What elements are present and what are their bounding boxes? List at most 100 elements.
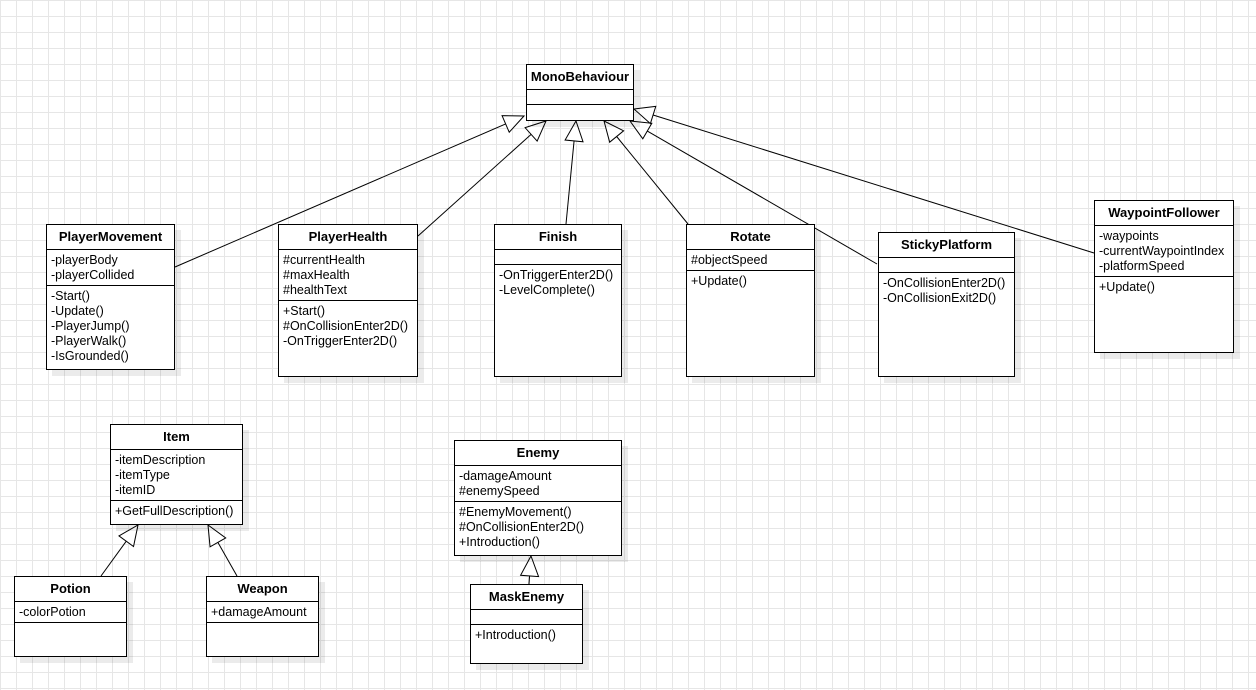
attributes-compartment: -colorPotion: [15, 602, 126, 623]
attributes-compartment: [495, 250, 621, 265]
class-waypoint-follower[interactable]: WaypointFollower -waypoints -currentWayp…: [1094, 200, 1234, 353]
attributes-compartment: #currentHealth #maxHealth #healthText: [279, 250, 417, 301]
generalization-edge-sticky_platform-to-mono: [628, 120, 878, 265]
operation: +Introduction(): [475, 628, 556, 642]
operation: -IsGrounded(): [51, 349, 129, 363]
attribute: -waypoints: [1099, 229, 1159, 243]
operation: #EnemyMovement(): [459, 505, 572, 519]
operation: -PlayerWalk(): [51, 334, 127, 348]
generalization-edge-weapon-to-item: [207, 523, 238, 577]
class-name: PlayerHealth: [279, 225, 417, 250]
hollow-arrowhead: [632, 105, 657, 125]
operation: +GetFullDescription(): [115, 504, 234, 518]
attribute: #objectSpeed: [691, 253, 768, 267]
hollow-arrowhead: [519, 554, 540, 578]
attribute: +damageAmount: [211, 605, 307, 619]
attribute: -playerBody: [51, 253, 118, 267]
hollow-arrowhead: [118, 524, 139, 548]
class-name: Rotate: [687, 225, 814, 250]
attributes-compartment: [471, 610, 582, 625]
class-name: Item: [111, 425, 242, 450]
class-rotate[interactable]: Rotate #objectSpeed +Update(): [686, 224, 815, 377]
attributes-compartment: [879, 258, 1014, 273]
attribute: #currentHealth: [283, 253, 365, 267]
operations-compartment: -OnCollisionEnter2D() -OnCollisionExit2D…: [879, 273, 1014, 376]
class-name: WaypointFollower: [1095, 201, 1233, 226]
attribute: #healthText: [283, 283, 347, 297]
operation: +Start(): [283, 304, 326, 318]
edge-line: [217, 542, 238, 577]
generalization-edge-player_health-to-mono: [417, 120, 547, 237]
edge-line: [174, 123, 506, 268]
class-name: PlayerMovement: [47, 225, 174, 250]
attribute: #maxHealth: [283, 268, 350, 282]
class-name: MaskEnemy: [471, 585, 582, 610]
hollow-arrowhead: [603, 120, 625, 144]
operations-compartment: +Start() #OnCollisionEnter2D() -OnTrigge…: [279, 301, 417, 376]
class-sticky-platform[interactable]: StickyPlatform -OnCollisionEnter2D() -On…: [878, 232, 1015, 377]
attributes-compartment: #objectSpeed: [687, 250, 814, 271]
class-item[interactable]: Item -itemDescription -itemType -itemID …: [110, 424, 243, 525]
operations-compartment: +Update(): [687, 271, 814, 376]
hollow-arrowhead: [501, 115, 526, 134]
hollow-arrowhead: [524, 120, 547, 142]
operation: +Update(): [1099, 280, 1155, 294]
class-player-health[interactable]: PlayerHealth #currentHealth #maxHealth #…: [278, 224, 418, 377]
operations-compartment: +Update(): [1095, 277, 1233, 352]
class-potion[interactable]: Potion -colorPotion: [14, 576, 127, 657]
operation: -LevelComplete(): [499, 283, 595, 297]
operations-compartment: [527, 105, 633, 120]
edge-line: [100, 540, 127, 577]
generalization-edge-rotate-to-mono: [603, 120, 689, 225]
operations-compartment: [15, 623, 126, 656]
class-name: Finish: [495, 225, 621, 250]
class-mask-enemy[interactable]: MaskEnemy +Introduction(): [470, 584, 583, 664]
attribute: -itemDescription: [115, 453, 206, 467]
operations-compartment: #EnemyMovement() #OnCollisionEnter2D() +…: [455, 502, 621, 555]
operation: -PlayerJump(): [51, 319, 130, 333]
operation: -Start(): [51, 289, 90, 303]
operations-compartment: +Introduction(): [471, 625, 582, 663]
operation: #OnCollisionEnter2D(): [459, 520, 585, 534]
edge-line: [528, 575, 531, 585]
edge-line: [417, 133, 532, 237]
operation: -OnTriggerEnter2D(): [499, 268, 614, 282]
operation: #OnCollisionEnter2D(): [283, 319, 409, 333]
class-weapon[interactable]: Weapon +damageAmount: [206, 576, 319, 657]
attributes-compartment: +damageAmount: [207, 602, 318, 623]
hollow-arrowhead: [628, 120, 653, 140]
edge-line: [616, 136, 689, 225]
attributes-compartment: -waypoints -currentWaypointIndex -platfo…: [1095, 226, 1233, 277]
attribute: -colorPotion: [19, 605, 86, 619]
class-name: Enemy: [455, 441, 621, 466]
generalization-edge-finish-to-mono: [564, 119, 584, 225]
operations-compartment: [207, 623, 318, 656]
generalization-edge-player_movement-to-mono: [174, 115, 526, 268]
operations-compartment: -OnTriggerEnter2D() -LevelComplete(): [495, 265, 621, 376]
operations-compartment: -Start() -Update() -PlayerJump() -Player…: [47, 286, 174, 369]
generalization-edge-potion-to-item: [100, 524, 139, 577]
class-name: Weapon: [207, 577, 318, 602]
class-name: MonoBehaviour: [527, 65, 633, 90]
generalization-edge-mask_enemy-to-enemy: [519, 554, 540, 585]
attribute: -playerCollided: [51, 268, 135, 282]
attributes-compartment: -damageAmount #enemySpeed: [455, 466, 621, 502]
operation: -Update(): [51, 304, 104, 318]
operation: -OnCollisionExit2D(): [883, 291, 997, 305]
attributes-compartment: -playerBody -playerCollided: [47, 250, 174, 286]
operations-compartment: +GetFullDescription(): [111, 501, 242, 524]
attribute: -damageAmount: [459, 469, 552, 483]
hollow-arrowhead: [564, 119, 584, 143]
class-name: Potion: [15, 577, 126, 602]
class-enemy[interactable]: Enemy -damageAmount #enemySpeed #EnemyMo…: [454, 440, 622, 556]
class-player-movement[interactable]: PlayerMovement -playerBody -playerCollid…: [46, 224, 175, 370]
operation: -OnCollisionEnter2D(): [883, 276, 1006, 290]
class-name: StickyPlatform: [879, 233, 1014, 258]
class-finish[interactable]: Finish -OnTriggerEnter2D() -LevelComplet…: [494, 224, 622, 377]
attribute: #enemySpeed: [459, 484, 540, 498]
operation: +Introduction(): [459, 535, 540, 549]
hollow-arrowhead: [207, 523, 227, 548]
class-mono[interactable]: MonoBehaviour: [526, 64, 634, 121]
attribute: -platformSpeed: [1099, 259, 1185, 273]
edge-line: [647, 130, 878, 265]
